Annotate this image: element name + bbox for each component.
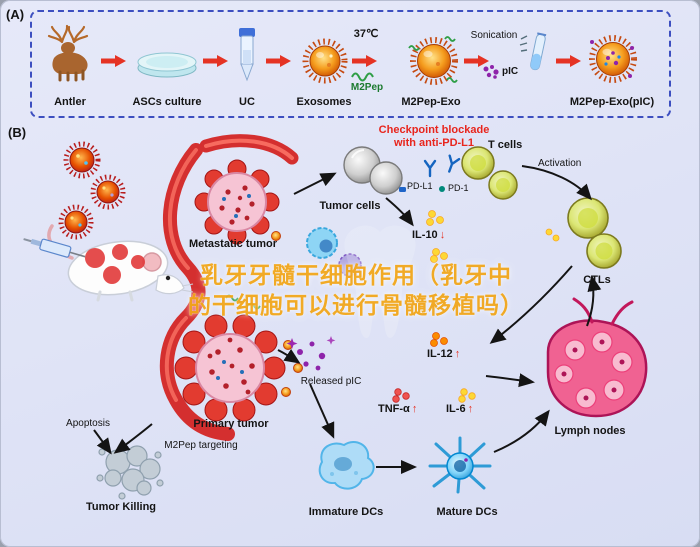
step-label-m2pep-exo: M2Pep-Exo <box>401 96 461 108</box>
pd-1-label: PD-1 <box>448 183 469 193</box>
il12-up-arrow: ↑ <box>454 348 461 360</box>
watermark-text: 乳牙牙髓干细胞作用（乳牙中 的干细胞可以进行骨髓移植吗） <box>188 260 524 321</box>
cytokine-dots-il10 <box>426 210 448 263</box>
primary-tumor <box>174 294 303 422</box>
t-cells <box>461 146 518 200</box>
cytokine-dots-tnf <box>392 388 410 403</box>
injected-exosome-particles <box>58 141 126 240</box>
macrophage-cells <box>306 227 362 277</box>
cytokine-dots-il12 <box>430 332 448 347</box>
il6-up-arrow: ↑ <box>467 403 474 415</box>
released-pic-label: Released pIC <box>300 376 362 387</box>
panel-b-label: (B) <box>8 125 27 140</box>
mature-dcs-label: Mature DCs <box>436 506 498 518</box>
cytokine-il12: IL-12↑ <box>427 348 460 361</box>
panel-a-border <box>30 10 671 118</box>
pic-label: pIC <box>502 66 519 77</box>
metastatic-tumor <box>194 159 281 245</box>
primary-tumor-label: Primary tumor <box>193 418 269 430</box>
il6-label: IL-6 <box>446 403 466 415</box>
released-pic-dots <box>286 336 336 371</box>
pd-1-marker <box>439 186 445 192</box>
m2pep-targeting-label: M2Pep targeting <box>164 440 238 451</box>
cytokine-dots-il6 <box>458 388 476 403</box>
exosome-icon <box>300 36 350 86</box>
flow-arrow-5-icon <box>464 54 490 68</box>
step-label-antler: Antler <box>54 96 86 108</box>
t-cells-label: T cells <box>488 139 523 151</box>
tumor-cells-label: Tumor cells <box>319 200 381 212</box>
tumor-killing-label: Tumor Killing <box>85 501 157 513</box>
m2pep-pic-exosome-icon <box>586 32 640 86</box>
blood-vessels <box>159 134 299 441</box>
cytokine-il6: IL-6↑ <box>446 403 473 416</box>
flow-arrow-6-icon <box>556 54 582 68</box>
flow-arrow-4-icon <box>352 54 378 68</box>
immature-dcs-label: Immature DCs <box>308 506 384 518</box>
step-label-ascs-culture: ASCs culture <box>132 96 202 108</box>
m2pep-exosome-icon <box>407 34 461 88</box>
temperature-label: 37℃ <box>353 28 379 40</box>
flow-arrow-1-icon <box>101 54 127 68</box>
lymph-nodes-label: Lymph nodes <box>554 425 626 437</box>
anti-pd-l1-antibody-icon <box>423 154 461 178</box>
il12-label: IL-12 <box>427 348 453 360</box>
immature-dc-cell <box>318 440 375 490</box>
flow-arrows <box>93 165 602 474</box>
m2pep-label: M2Pep <box>350 82 384 93</box>
pd-l1-label: PD-L1 <box>407 181 433 191</box>
mature-dc-cell <box>428 436 492 494</box>
apoptotic-tumor-debris <box>96 445 164 500</box>
petri-dish-icon <box>133 46 201 80</box>
m2pep-peptides <box>225 294 261 310</box>
m2pep-peptide-icon <box>350 70 380 82</box>
step-label-exosomes: Exosomes <box>296 96 352 108</box>
metastatic-tumor-label: Metastatic tumor <box>188 238 278 250</box>
watermark-line1: 乳牙牙髓干细胞作用（乳牙中 <box>200 262 512 288</box>
sonication-label: Sonication <box>470 30 518 41</box>
flow-arrow-3-icon <box>266 54 292 68</box>
checkpoint-blockade-line1: Checkpoint blockade <box>378 124 490 136</box>
ctls-label: CTLs <box>583 274 611 286</box>
pd-l1-marker <box>399 187 406 192</box>
sonication-tube-icon <box>518 30 550 80</box>
activation-label: Activation <box>538 158 582 169</box>
watermark-line2: 的干细胞可以进行骨髓移植吗） <box>188 292 524 319</box>
panel-a-label: (A) <box>6 7 25 22</box>
syringe-icon <box>23 238 86 258</box>
apoptosis-label: Apoptosis <box>66 418 110 429</box>
step-label-uc: UC <box>239 96 255 108</box>
centrifuge-tube-icon <box>236 26 258 84</box>
step-label-m2pep-exo-pic: M2Pep-Exo(pIC) <box>569 96 655 108</box>
il10-label: IL-10 <box>412 229 438 241</box>
cytokine-il10: IL-10↓ <box>412 229 445 242</box>
cytokine-tnf: TNF-α↑ <box>378 403 417 416</box>
checkpoint-blockade-line2: with anti-PD-L1 <box>393 137 475 149</box>
watermark-tooth-shape <box>344 225 416 339</box>
tnf-label: TNF-α <box>378 403 410 415</box>
pic-dots-icon <box>482 64 500 80</box>
lymph-node <box>546 297 648 418</box>
il10-down-arrow: ↓ <box>439 229 446 241</box>
deer-icon <box>40 24 100 82</box>
pd-l1-pd-1-junction <box>399 154 461 192</box>
tnf-up-arrow: ↑ <box>411 403 418 415</box>
flow-arrow-2-icon <box>203 54 229 68</box>
tumor-cells <box>343 146 403 195</box>
ctl-cells <box>545 197 622 269</box>
